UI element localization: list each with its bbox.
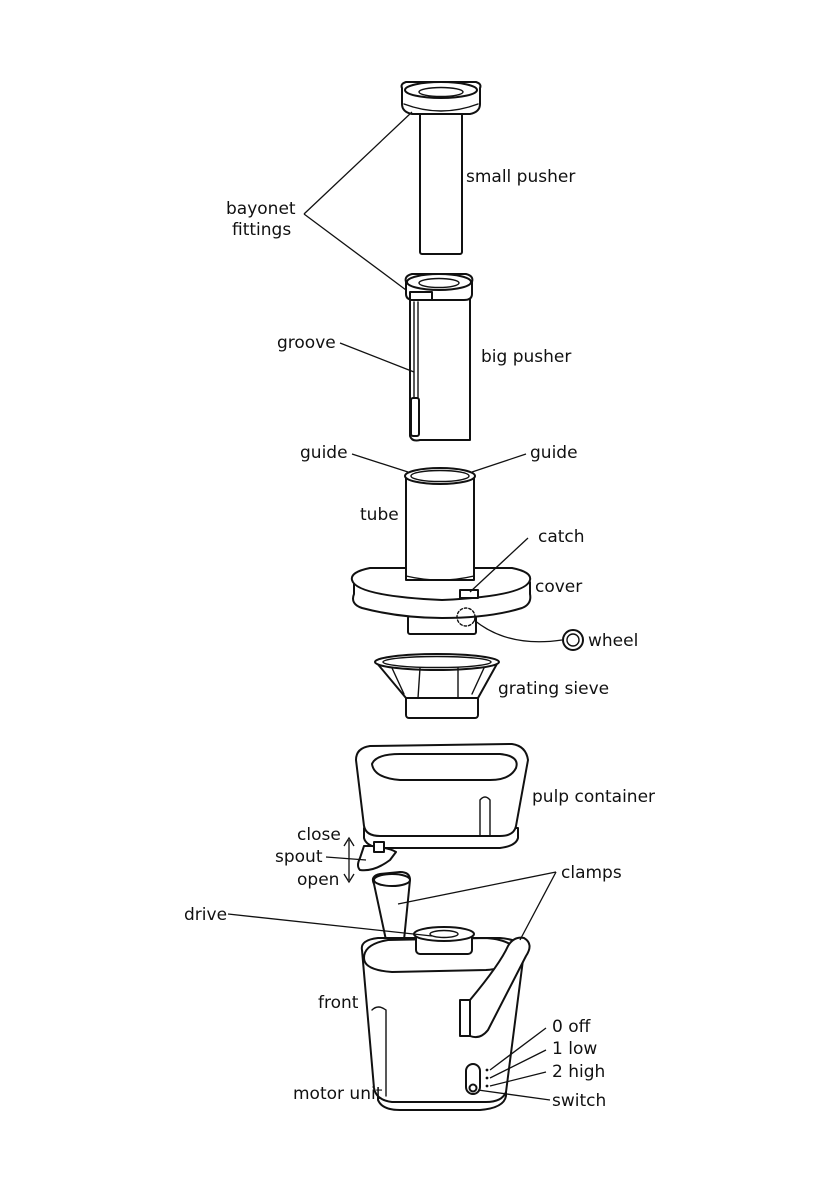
label-motor-unit: motor unit xyxy=(293,1084,383,1104)
label-guide-right: guide xyxy=(530,443,578,463)
grating-sieve xyxy=(375,654,499,718)
label-big-pusher: big pusher xyxy=(481,347,571,367)
label-guide-left: guide xyxy=(300,443,348,463)
label-groove: groove xyxy=(277,333,336,353)
label-wheel: wheel xyxy=(588,631,638,651)
tube-and-cover xyxy=(352,468,531,634)
label-open: open xyxy=(297,870,339,890)
label-spout: spout xyxy=(275,847,323,867)
label-catch: catch xyxy=(538,527,585,547)
wheel-leader xyxy=(474,620,562,642)
label-front: front xyxy=(318,993,359,1013)
label-tube: tube xyxy=(360,505,399,525)
big-pusher xyxy=(406,274,473,441)
clamps-leader-1 xyxy=(398,872,556,904)
label-setting-2: 2 high xyxy=(552,1062,605,1082)
label-setting-1: 1 low xyxy=(552,1039,597,1059)
close-open-arrows xyxy=(344,838,354,882)
clamps-leader-2 xyxy=(520,872,556,940)
label-grating-sieve: grating sieve xyxy=(498,679,609,699)
groove-leader xyxy=(340,343,414,372)
label-bayonet: bayonet xyxy=(226,199,296,219)
label-close: close xyxy=(297,825,341,845)
label-cover: cover xyxy=(535,577,582,597)
guide-right-leader xyxy=(472,454,526,472)
pulp-container xyxy=(356,744,528,848)
label-switch: switch xyxy=(552,1091,606,1111)
label-pulp-container: pulp container xyxy=(532,787,655,807)
label-small-pusher: small pusher xyxy=(466,167,575,187)
label-setting-0: 0 off xyxy=(552,1017,592,1037)
bayonet-leader-bottom xyxy=(304,214,406,290)
label-drive: drive xyxy=(184,905,227,925)
wheel-icon xyxy=(563,630,583,650)
label-fittings: fittings xyxy=(232,220,291,240)
guide-left-leader xyxy=(352,454,408,472)
bayonet-leader-top xyxy=(304,112,412,214)
label-clamps: clamps xyxy=(561,863,622,883)
